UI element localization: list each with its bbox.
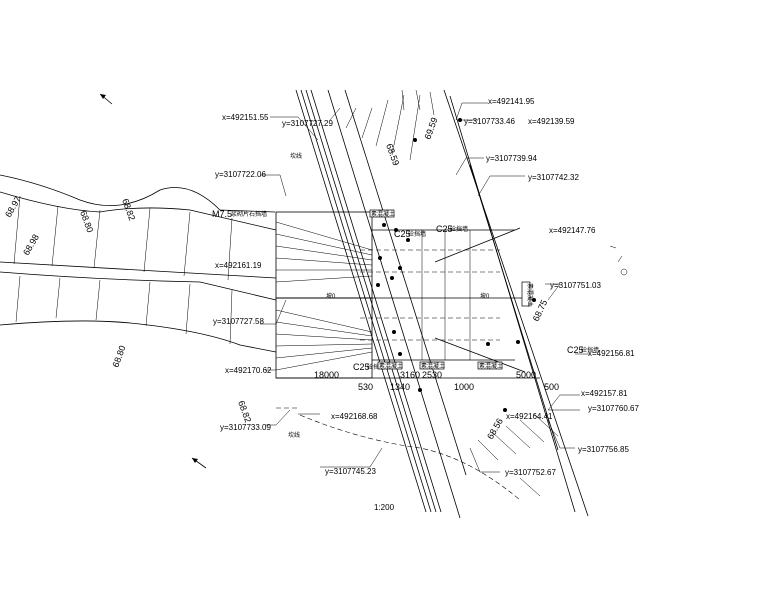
kan-label-1: 坎线 [290,152,302,160]
coord-x9: x=492156.81 [588,349,635,358]
coord-x11: x=492157.81 [581,389,628,398]
leader-lines [260,102,590,473]
coord-y13: y=3107756.85 [578,445,629,454]
svg-text:素混凝土: 素混凝土 [526,283,534,307]
svg-text:素混凝土: 素混凝土 [371,210,395,218]
arrow-upper-left [99,93,113,105]
mat-c25d-note: 砼挡墙 [581,346,599,354]
coord-x1: x=492151.55 [222,113,269,122]
coord-y4: y=3107742.32 [528,173,579,182]
coord-x6: x=492147.76 [549,226,596,235]
kan-label-2: 坎线 [288,431,300,439]
dim-d8: 500 [544,382,559,392]
dim-d4: 3160 [400,370,420,380]
upper-slope-hatching [329,89,435,161]
survey-points [376,118,536,412]
svg-text:素混凝土: 素混凝土 [479,362,503,370]
left-slope-band [0,174,277,353]
coord-y2: y=3107733.46 [464,117,515,126]
box-label-1: 素混凝土 [369,209,395,218]
elev-e1: 68.97 [3,194,23,219]
arrow-lower-left [191,457,207,469]
coord-y8: y=3107727.58 [213,317,264,326]
dim-d2: 530 [358,382,373,392]
dim-d7: 5000 [516,370,536,380]
lower-slope-hatching [276,407,559,501]
elev-e7: 68.59 [384,142,401,167]
right-road [443,89,589,517]
elev-e5: 68.80 [110,344,127,369]
coord-y3: y=3107739.94 [486,154,537,163]
gradient-right: 坡0 [480,292,490,300]
coord-x10: x=492170.62 [225,366,272,375]
mat-m75-note: 浆砌片石挡墙 [231,210,267,218]
mat-m75: M7.5 [212,209,232,219]
elev-e2: 68.80 [78,209,95,234]
dim-d3: 1340 [390,382,410,392]
coord-x12: x=492168.68 [331,412,378,421]
railway-tracks [295,89,467,519]
right-marks [609,245,628,276]
coord-y11: y=3107760.67 [588,404,639,413]
box-label-4: 素混凝土 [477,361,503,370]
coord-y5: y=3107722.06 [215,170,266,179]
coord-x3: x=492139.59 [528,117,575,126]
gradient-left: 坡0 [326,292,336,300]
coord-y7: y=3107751.03 [550,281,601,290]
box-label-vertical: 素混凝土 [521,281,534,307]
dim-d6: 1000 [454,382,474,392]
box-label-2: 素混凝土 [377,361,403,370]
dim-d1: 18000 [314,370,339,380]
coord-x7: x=492161.19 [215,261,262,270]
coord-x13: x=492164.41 [506,412,553,421]
mat-c25d: C25 [567,345,584,355]
box-label-3: 素混凝土 [419,361,445,370]
dim-d5: 2530 [422,370,442,380]
mat-c25c-note: 砼挡墙 [367,363,385,371]
mat-c25c: C25 [353,362,370,372]
coord-y14: y=3107745.23 [325,467,376,476]
mat-c25a-note: 砼挡墙 [408,230,426,238]
elev-e6: 68.82 [236,399,253,424]
elev-e10: 68.56 [485,416,505,441]
coord-x2: x=492141.95 [488,97,535,106]
coord-y12: y=3107733.09 [220,423,271,432]
mat-c25b: C25 [436,224,453,234]
coord-y15: y=3107752.67 [505,468,556,477]
elev-e3: 68.82 [120,197,137,222]
mat-c25b-note: 砼挡墙 [450,225,468,233]
coord-y1: y=3107727.29 [282,119,333,128]
svg-text:素混凝土: 素混凝土 [421,362,445,370]
scale-label: 1:200 [374,503,395,512]
svg-text:素混凝土: 素混凝土 [379,362,403,370]
elev-e4: 68.98 [21,232,41,257]
elev-e8: 69.59 [422,116,439,141]
mat-c25a: C25 [394,229,411,239]
central-ramp [275,211,540,379]
